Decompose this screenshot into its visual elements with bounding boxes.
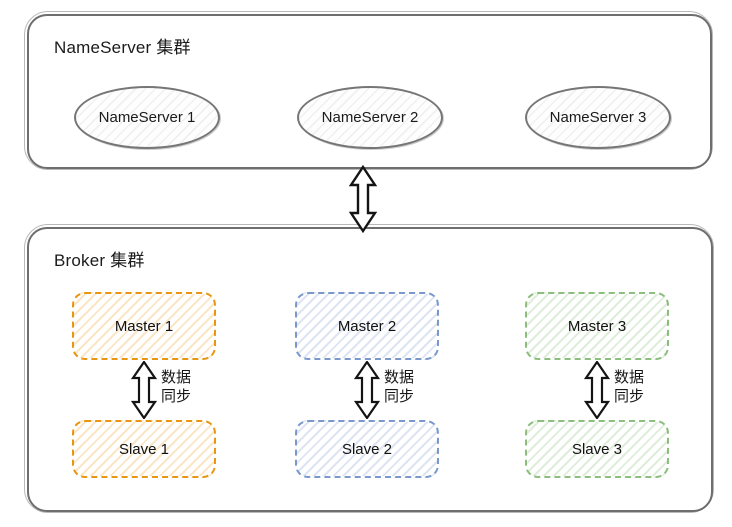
cluster-link-arrow-icon	[348, 165, 378, 233]
broker-pair-2: Master 2 数据 同步 Slave 2	[295, 292, 439, 478]
data-sync-label-2: 数据 同步	[384, 369, 415, 405]
master-node-2-label: Master 2	[337, 317, 397, 335]
master-node-1-label: Master 1	[114, 317, 174, 335]
data-sync-label-3: 数据 同步	[614, 369, 645, 405]
nameserver-node-2: NameServer 2	[297, 86, 443, 149]
nameserver-node-1-label: NameServer 1	[98, 109, 196, 126]
nameserver-node-2-label: NameServer 2	[321, 109, 419, 126]
broker-cluster-title: Broker 集群	[54, 251, 145, 270]
data-sync-label-1: 数据 同步	[161, 369, 192, 405]
data-sync-arrow-icon	[353, 361, 381, 419]
nameserver-node-1: NameServer 1	[74, 86, 220, 149]
broker-cluster-box: Broker 集群 Master 1 数据 同步 Slave 1	[24, 224, 714, 513]
nameserver-cluster-title: NameServer 集群	[54, 38, 191, 57]
data-sync-arrow-icon	[583, 361, 611, 419]
slave-node-2: Slave 2	[295, 420, 439, 478]
nameserver-node-3-label: NameServer 3	[549, 109, 647, 126]
master-node-3: Master 3	[525, 292, 669, 360]
slave-node-3-label: Slave 3	[571, 440, 623, 458]
slave-node-1: Slave 1	[72, 420, 216, 478]
sync-row-3: 数据 同步	[525, 360, 669, 420]
slave-node-2-label: Slave 2	[341, 440, 393, 458]
master-node-2: Master 2	[295, 292, 439, 360]
master-node-1: Master 1	[72, 292, 216, 360]
slave-node-1-label: Slave 1	[118, 440, 170, 458]
broker-pair-3: Master 3 数据 同步 Slave 3	[525, 292, 669, 478]
slave-node-3: Slave 3	[525, 420, 669, 478]
data-sync-arrow-icon	[130, 361, 158, 419]
master-node-3-label: Master 3	[567, 317, 627, 335]
sync-row-2: 数据 同步	[295, 360, 439, 420]
sync-row-1: 数据 同步	[72, 360, 216, 420]
nameserver-cluster-box: NameServer 集群 NameServer 1 NameServer 2 …	[24, 11, 713, 170]
broker-pair-1: Master 1 数据 同步 Slave 1	[72, 292, 216, 478]
nameserver-node-3: NameServer 3	[525, 86, 671, 149]
